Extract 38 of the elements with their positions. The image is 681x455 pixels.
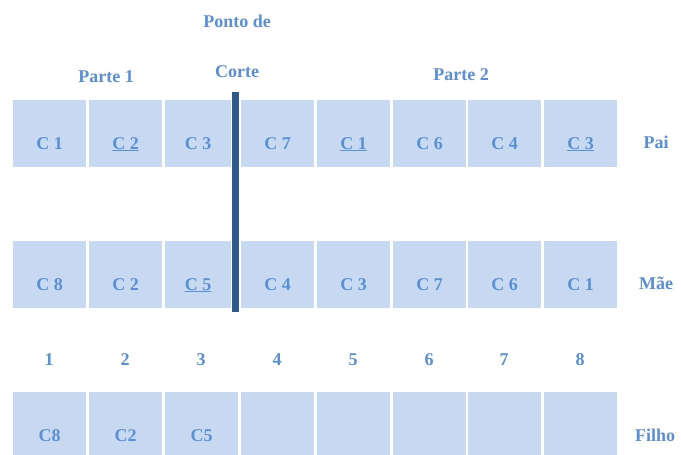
gene-cell: C 1 [317, 100, 390, 167]
part-label: Parte 1 [77, 66, 135, 87]
row-label: Mãe [638, 273, 674, 294]
gene-cell: C 1 [13, 100, 86, 167]
gene-cell: C8 [13, 392, 86, 455]
gene-cell: C 2 [89, 100, 162, 167]
gene-cell: C 3 [317, 241, 390, 308]
position-number: 6 [424, 349, 434, 370]
gene-cell: C 5 [165, 241, 231, 308]
gene-cell: C 4 [468, 100, 541, 167]
empty-gene-cell [317, 392, 390, 455]
empty-gene-cell [241, 392, 314, 455]
position-number: 3 [196, 349, 206, 370]
position-number: 8 [574, 349, 586, 370]
row-label: Pai [642, 132, 670, 153]
gene-cell: C2 [89, 392, 162, 455]
empty-gene-cell [468, 392, 541, 455]
gene-cell: C 7 [241, 100, 314, 167]
position-number: 7 [498, 349, 510, 370]
position-number: 4 [272, 349, 282, 370]
part-label: Parte 2 [432, 64, 490, 85]
empty-gene-cell [393, 392, 466, 455]
row-label: Filho [634, 425, 676, 446]
gene-cell: C5 [165, 392, 238, 455]
gene-cell: C 3 [544, 100, 617, 167]
gene-cell: C 6 [393, 100, 466, 167]
cut-point-label: Ponto de Corte [202, 10, 272, 83]
gene-cell: C 1 [544, 241, 617, 308]
gene-cell: C 6 [468, 241, 541, 308]
empty-gene-cell [544, 392, 617, 455]
gene-cell: C 8 [13, 241, 86, 308]
position-number: 1 [44, 349, 54, 370]
gene-cell: C 4 [241, 241, 314, 308]
position-number: 5 [348, 349, 358, 370]
gene-cell: C 2 [89, 241, 162, 308]
gene-cell: C 3 [165, 100, 231, 167]
gene-cell: C 7 [393, 241, 466, 308]
position-number: 2 [120, 349, 130, 370]
